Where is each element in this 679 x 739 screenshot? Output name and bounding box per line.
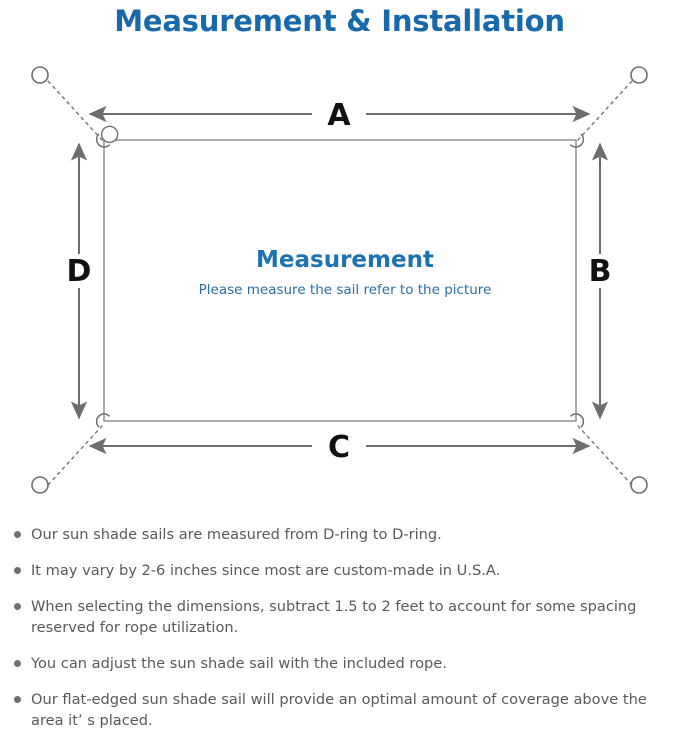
d-ring-icon-top-right bbox=[569, 133, 585, 148]
anchor-ring-top-right bbox=[630, 66, 648, 84]
note-text: You can adjust the sun shade sail with t… bbox=[31, 655, 447, 672]
bullet-icon bbox=[14, 696, 21, 703]
list-item: You can adjust the sun shade sail with t… bbox=[0, 653, 679, 674]
rope-line-bottom-right bbox=[577, 425, 633, 486]
bullet-icon bbox=[14, 660, 21, 667]
dimension-label-d: D bbox=[67, 254, 92, 289]
rope-line-bottom-left bbox=[47, 425, 103, 486]
list-item: Our sun shade sails are measured from D-… bbox=[0, 524, 679, 545]
dimension-line-d: D bbox=[67, 142, 92, 420]
rope-line-top-right bbox=[577, 80, 633, 141]
anchor-ring-bottom-left bbox=[31, 476, 49, 494]
anchor-rings-group bbox=[31, 66, 648, 494]
sail-rectangle bbox=[103, 139, 577, 422]
dimension-line-b: B bbox=[589, 142, 612, 420]
note-text: Our flat-edged sun shade sail will provi… bbox=[31, 691, 647, 729]
list-item: Our flat-edged sun shade sail will provi… bbox=[0, 689, 679, 731]
bullet-icon bbox=[14, 567, 21, 574]
note-text: Our sun shade sails are measured from D-… bbox=[31, 526, 442, 543]
diagram-container: A C D B Measurement Please measure the s… bbox=[0, 48, 679, 518]
dimension-label-c: C bbox=[328, 430, 350, 465]
page-title: Measurement & Installation bbox=[114, 4, 565, 38]
dimension-label-b: B bbox=[589, 254, 612, 289]
d-ring-icon-top-left bbox=[95, 133, 111, 148]
list-item: It may vary by 2-6 inches since most are… bbox=[0, 560, 679, 581]
rope-line-top-left bbox=[47, 80, 103, 141]
sun-shade-sail-measurement-diagram: A C D B Measurement Please measure the s… bbox=[31, 66, 648, 494]
list-item: When selecting the dimensions, subtract … bbox=[0, 596, 679, 638]
bullet-icon bbox=[14, 603, 21, 610]
notes-list: Our sun shade sails are measured from D-… bbox=[0, 524, 679, 731]
note-text: When selecting the dimensions, subtract … bbox=[31, 598, 637, 636]
d-rings-group bbox=[95, 125, 585, 428]
sail-center-title: Measurement bbox=[256, 247, 434, 273]
dimension-line-a: A bbox=[88, 98, 591, 133]
bullet-icon bbox=[14, 531, 21, 538]
rope-lines-group bbox=[47, 80, 633, 486]
sail-center-subtitle: Please measure the sail refer to the pic… bbox=[199, 282, 492, 298]
anchor-ring-top-left bbox=[31, 66, 49, 84]
dimension-line-c: C bbox=[88, 430, 591, 465]
note-text: It may vary by 2-6 inches since most are… bbox=[31, 562, 501, 579]
dimension-label-a: A bbox=[327, 98, 351, 133]
d-ring-icon-bottom-left bbox=[95, 413, 111, 428]
d-ring-top-left bbox=[100, 125, 119, 144]
d-ring-icon-bottom-right bbox=[569, 413, 585, 428]
anchor-ring-bottom-right bbox=[630, 476, 648, 494]
